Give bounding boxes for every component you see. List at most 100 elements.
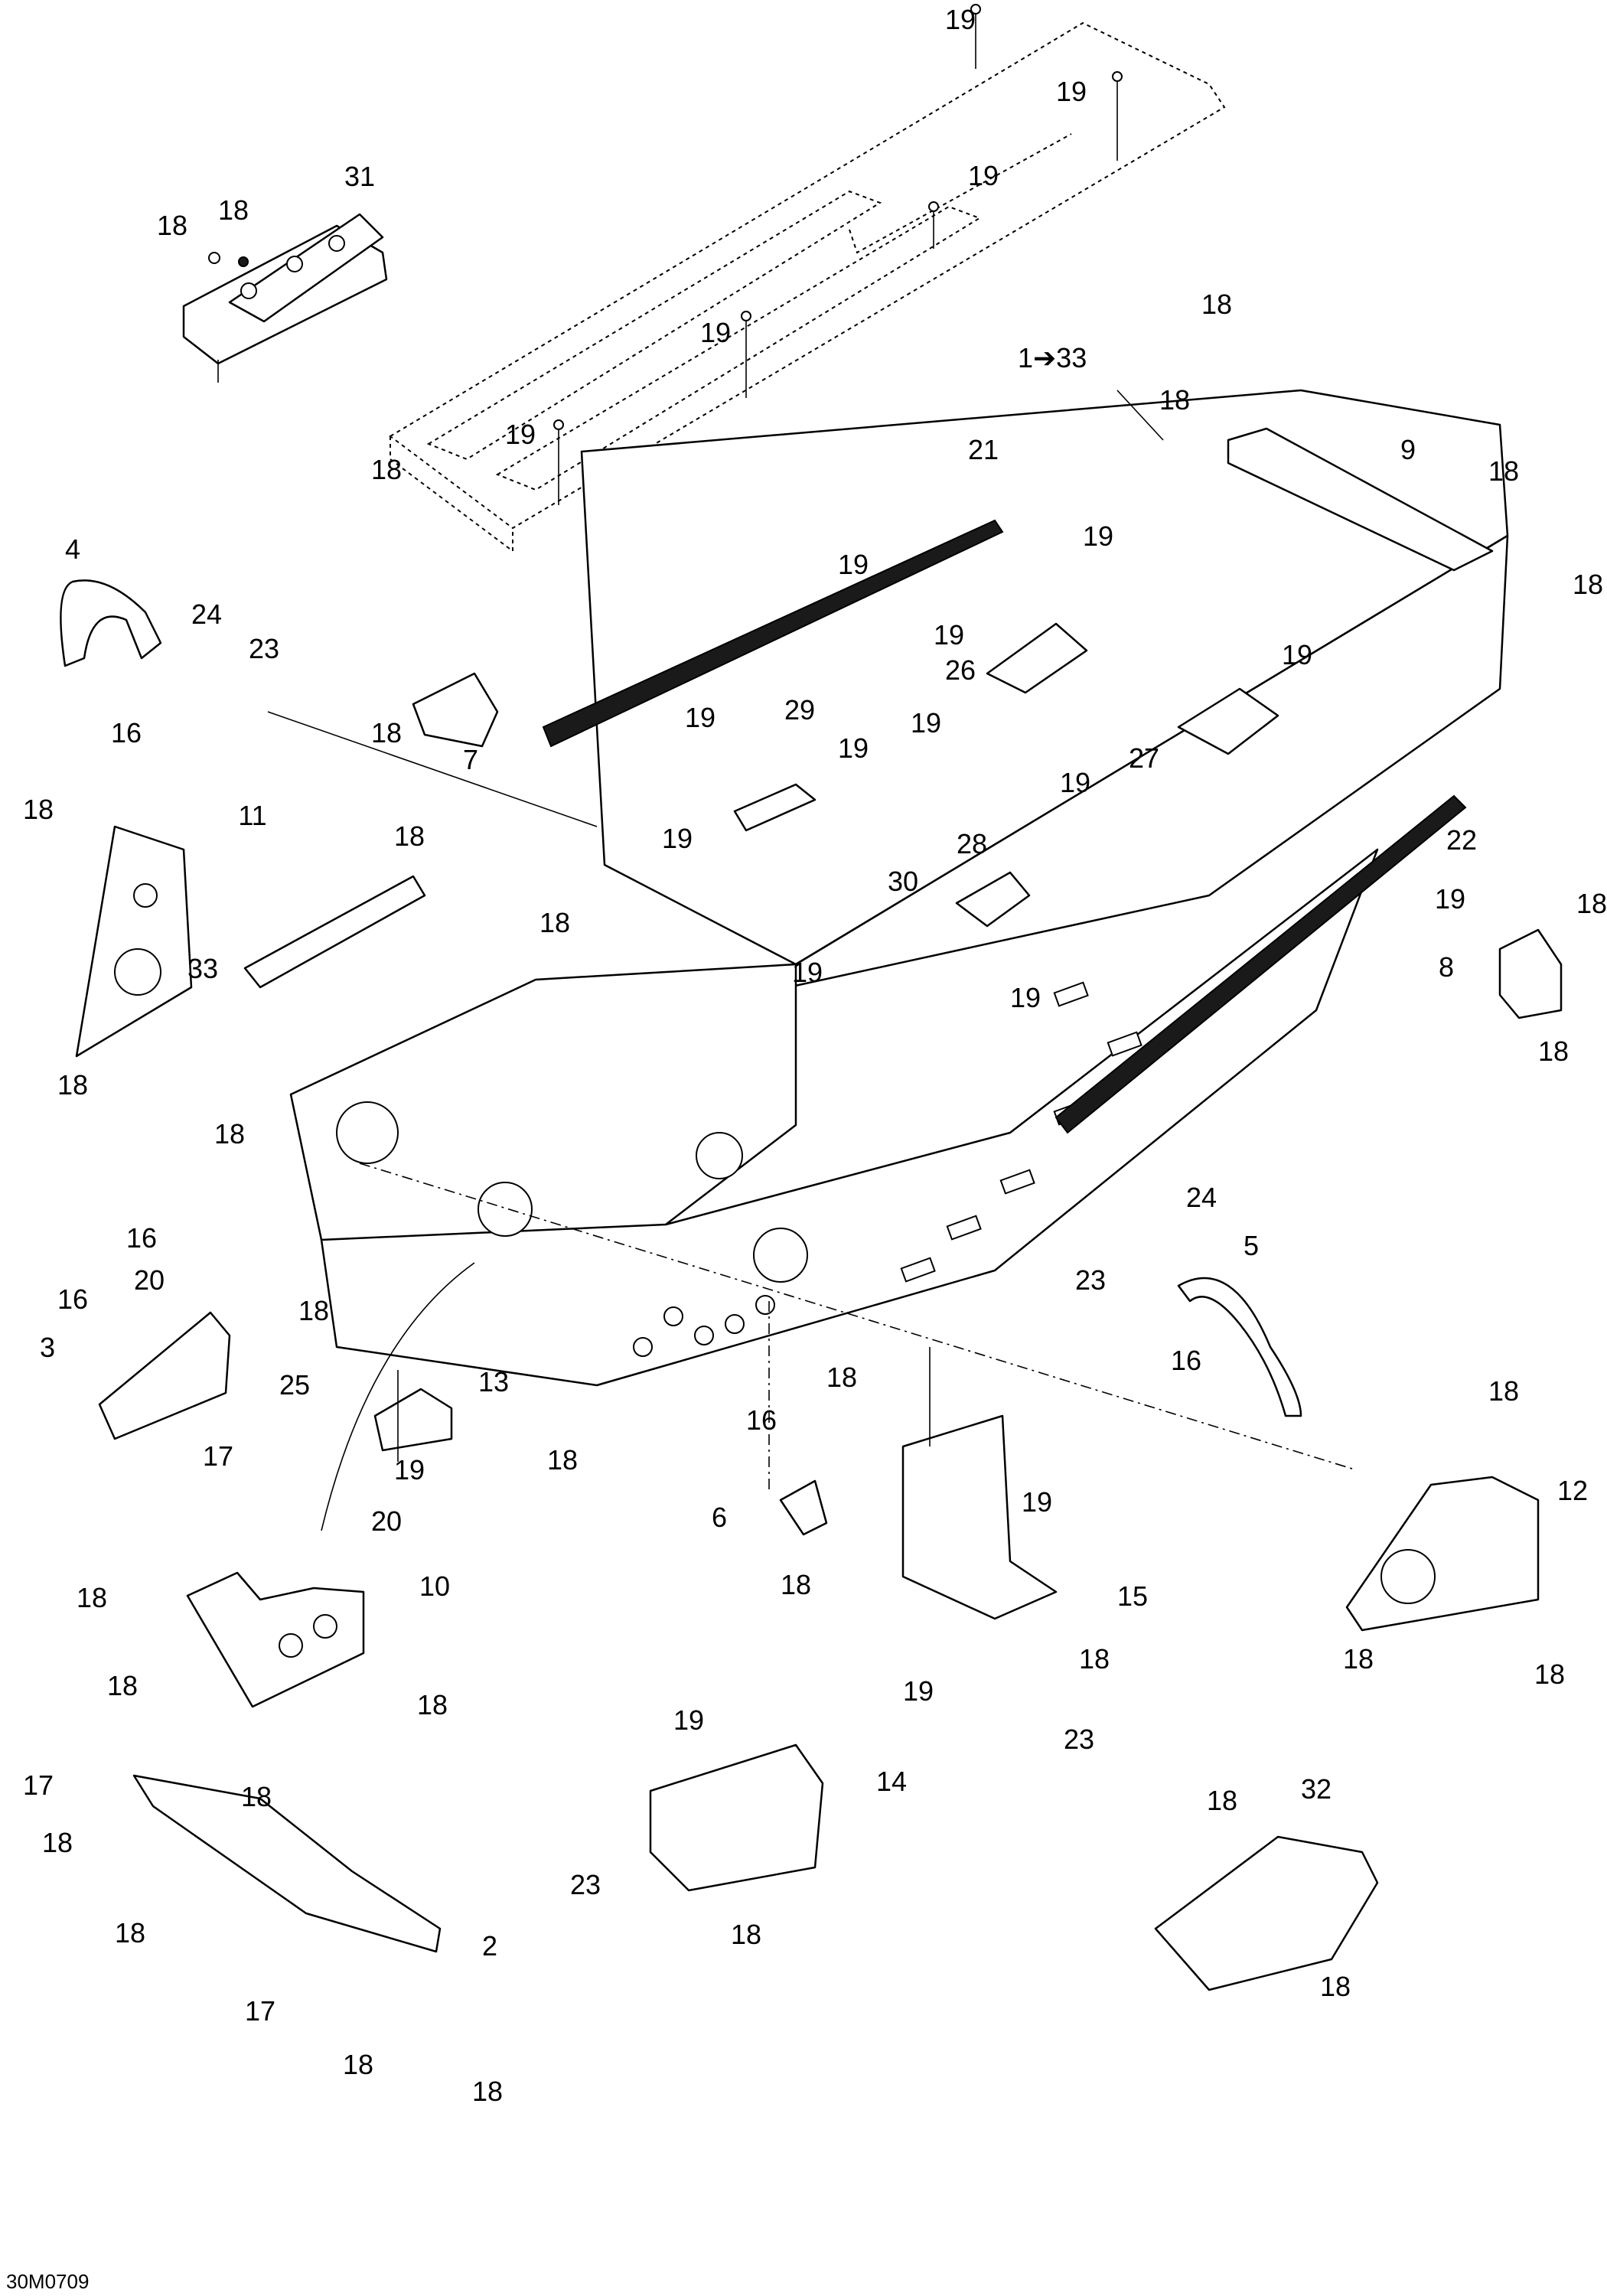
callout-18: 18 [23, 794, 54, 825]
callout-7: 7 [463, 744, 478, 775]
slide-rail-part-22 [1054, 794, 1467, 1134]
callout-23: 23 [1075, 1264, 1106, 1296]
bracket-part-10 [186, 1571, 365, 1708]
callout-24: 24 [1186, 1182, 1217, 1213]
bracket-part-13 [373, 1388, 453, 1452]
callout-17: 17 [23, 1769, 54, 1801]
callout-19: 19 [505, 419, 536, 450]
callout-23: 23 [570, 1869, 601, 1900]
callout-21: 21 [968, 434, 999, 465]
callout-19: 19 [903, 1675, 934, 1707]
callout-19: 19 [685, 702, 715, 733]
leader-lines [267, 390, 1355, 1531]
callout-18: 18 [107, 1670, 138, 1701]
callout-18: 18 [1159, 384, 1190, 416]
callout-2: 2 [482, 1930, 497, 1962]
callout-19: 19 [838, 732, 869, 764]
bracket-part-30 [955, 871, 1031, 928]
drawing-code: 30M0709 [6, 2270, 89, 2293]
callout-18: 18 [371, 454, 402, 485]
callout-16: 16 [746, 1404, 777, 1436]
callout-20: 20 [134, 1264, 165, 1296]
callout-19: 19 [662, 823, 693, 854]
callout-5: 5 [1244, 1230, 1259, 1261]
callout-10: 10 [419, 1570, 450, 1602]
callout-18: 18 [1079, 1643, 1110, 1675]
callout-15: 15 [1117, 1580, 1148, 1612]
callout-17: 17 [245, 1995, 275, 2027]
callout-25: 25 [279, 1369, 310, 1401]
bracket-part-6 [779, 1479, 828, 1536]
side-plate-part-12 [1345, 1476, 1540, 1632]
bracket-part-27 [1177, 687, 1279, 755]
side-plate-part-11 [75, 825, 193, 1058]
callout-12: 12 [1557, 1475, 1588, 1506]
bracket-part-3 [98, 1311, 231, 1440]
callout-29: 29 [784, 694, 815, 726]
slide-rail-part-21 [542, 519, 1004, 748]
callout-18: 18 [826, 1362, 857, 1393]
callout-18: 18 [298, 1295, 329, 1326]
callout-18: 18 [1538, 1035, 1569, 1067]
callout-18: 18 [1343, 1643, 1374, 1675]
callout-28: 28 [957, 828, 987, 859]
callout-3: 3 [40, 1332, 55, 1363]
top-cover-panel [389, 4, 1226, 553]
callout-19: 19 [792, 957, 823, 988]
callout-16: 16 [126, 1222, 157, 1254]
bracket-part-31 [182, 213, 388, 383]
callout-18: 18 [157, 210, 187, 241]
callout-17: 17 [203, 1440, 233, 1472]
callout-11: 11 [238, 800, 266, 831]
callout-18: 18 [1488, 455, 1519, 487]
callout-18: 18 [214, 1118, 245, 1150]
callout-18: 18 [57, 1069, 88, 1101]
callout-18: 18 [539, 907, 570, 938]
callout-18: 18 [731, 1919, 761, 1950]
callout-18: 18 [394, 820, 425, 852]
callout-4: 4 [65, 533, 80, 565]
callout-18: 18 [1207, 1785, 1237, 1816]
callout-14: 14 [876, 1766, 907, 1797]
callout-19: 19 [1022, 1486, 1052, 1518]
callout-24: 24 [191, 598, 222, 630]
rear-plate-part-9 [1227, 427, 1494, 572]
callout-18: 18 [472, 2076, 503, 2107]
callout-22: 22 [1446, 824, 1477, 856]
callout-32: 32 [1301, 1773, 1332, 1805]
callout-9: 9 [1400, 434, 1416, 465]
callout-18: 18 [547, 1444, 578, 1476]
callout-27: 27 [1129, 742, 1159, 774]
bracket-part-33 [243, 875, 426, 989]
bracket-part-29 [733, 783, 817, 832]
callout-19: 19 [911, 707, 941, 739]
callout-18: 18 [1573, 569, 1603, 600]
callout-18: 18 [218, 194, 249, 226]
callout-26: 26 [945, 654, 976, 686]
callout-19: 19 [700, 317, 731, 348]
bracket-part-26 [986, 622, 1088, 694]
bracket-part-7 [412, 672, 499, 748]
callout-16: 16 [1171, 1345, 1201, 1376]
callout-19: 19 [1010, 982, 1041, 1013]
callout-33: 33 [187, 953, 218, 984]
callout-18: 18 [1320, 1971, 1351, 2002]
callout-19: 19 [945, 4, 976, 35]
callout-18: 18 [1534, 1658, 1565, 1690]
callout-18: 18 [371, 717, 402, 748]
bracket-part-32 [1154, 1835, 1379, 1991]
callout-19: 19 [1060, 767, 1090, 798]
callout-19: 19 [394, 1454, 425, 1486]
callout-16: 16 [111, 717, 142, 748]
callout-18: 18 [1576, 888, 1607, 919]
bracket-part-2 [132, 1774, 442, 1953]
callout-19: 19 [838, 549, 869, 580]
callout-19: 19 [1435, 883, 1465, 915]
handle-part-4 [60, 579, 162, 667]
callout-23: 23 [1064, 1724, 1094, 1755]
callout-19: 19 [934, 619, 964, 651]
bracket-part-15 [901, 1414, 1058, 1620]
callout-19: 19 [673, 1704, 704, 1736]
